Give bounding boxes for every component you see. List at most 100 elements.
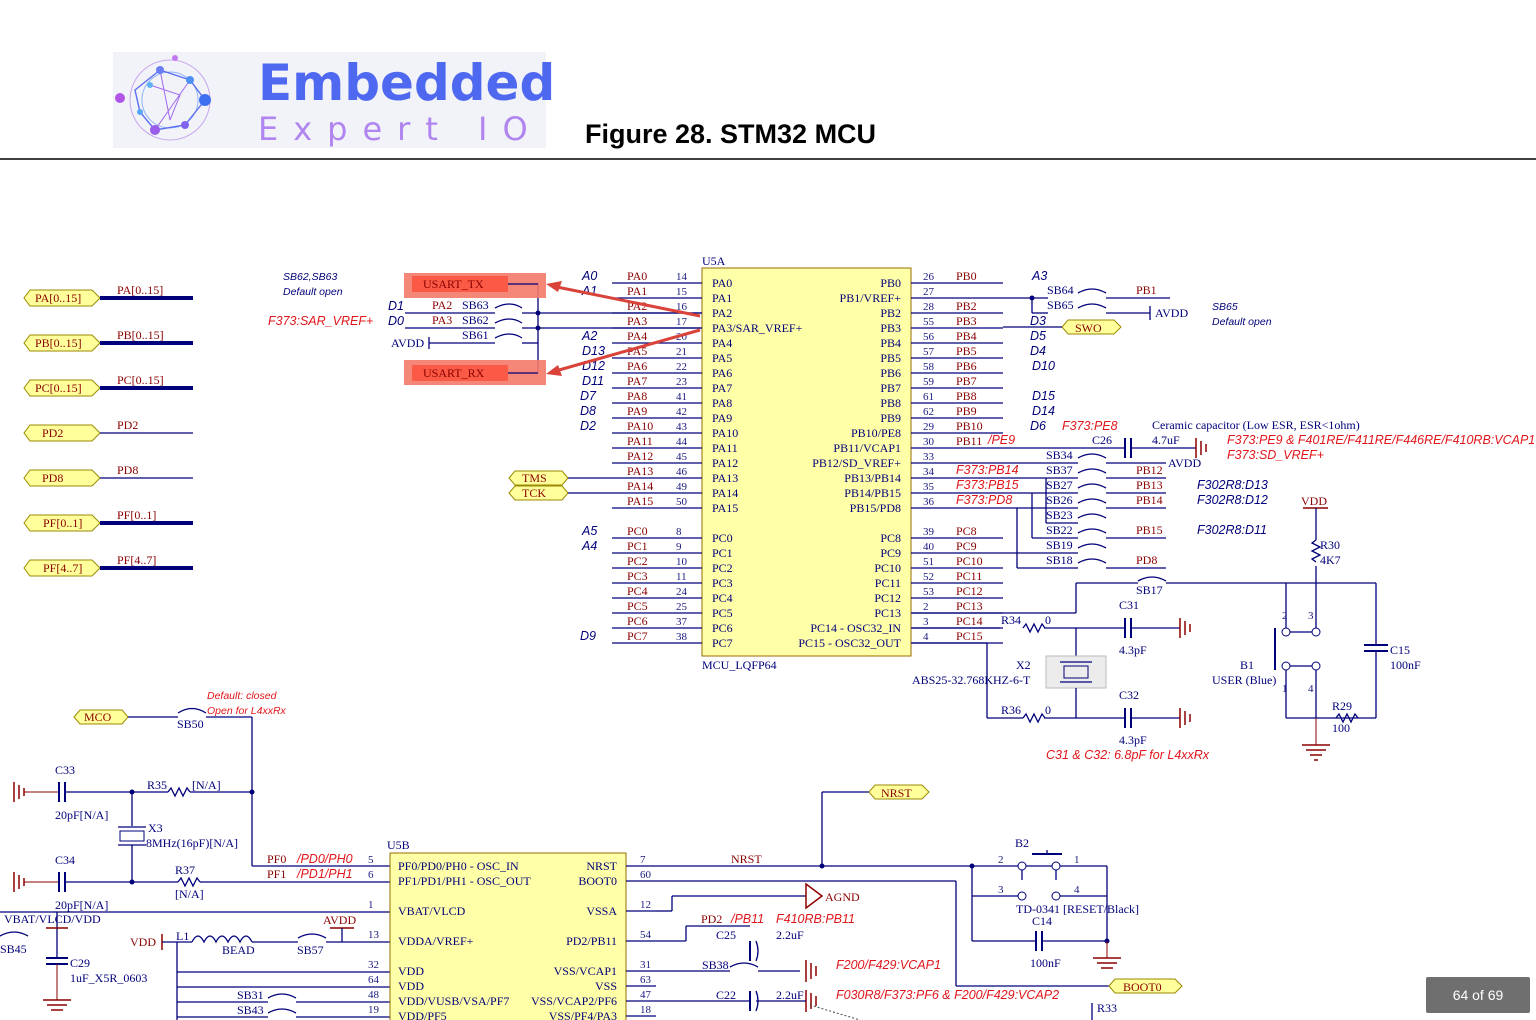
port-pa[interactable]: PA[0..15] PA[0..15] <box>23 283 193 307</box>
f302-d12-note: F302R8:D12 <box>1197 493 1268 507</box>
solder-bridge-icon <box>1077 288 1107 309</box>
arduino-label: D1 <box>388 299 404 313</box>
pin-name: PA7 <box>712 381 732 395</box>
crystal-x2-icon <box>1045 655 1107 689</box>
pin-number: 36 <box>923 496 935 508</box>
sb65-label: SB65 <box>1047 298 1074 312</box>
logo-background <box>113 52 546 148</box>
ground-icon <box>805 990 817 1012</box>
pin-number: 44 <box>676 436 688 448</box>
r30-label: R30 <box>1320 538 1340 552</box>
pin-number: 33 <box>923 451 935 463</box>
vdd-label: VDD <box>130 935 156 949</box>
tms-tck-ports[interactable]: TMS TCK <box>508 470 612 501</box>
pb1-label: PB1 <box>1136 283 1157 297</box>
pin-number: 60 <box>640 869 652 881</box>
swo-label: SWO <box>1075 321 1102 335</box>
pin-name: PA9 <box>712 411 732 425</box>
sb62-label: SB62 <box>462 313 489 327</box>
pin-name: PB0 <box>880 276 901 290</box>
mco-port[interactable] <box>73 709 129 725</box>
net-label: PB5 <box>956 344 977 358</box>
net-label: PB4 <box>956 329 977 343</box>
pin-number: 14 <box>676 271 688 283</box>
net-label: PC13 <box>956 599 983 613</box>
pin-number: 59 <box>923 376 935 388</box>
pin-name: PA14 <box>712 486 738 500</box>
net-label: PB8 <box>956 389 977 403</box>
pin-name: PA6 <box>712 366 732 380</box>
ground-icon <box>1179 618 1191 638</box>
sb-note: SB62,SB63 <box>283 271 337 283</box>
f302-d13-note: F302R8:D13 <box>1197 478 1268 492</box>
vbat-label: VBAT/VLCD/VDD <box>4 912 101 926</box>
port-pd8[interactable]: PD8 PD8 <box>23 463 193 487</box>
pin-name: PB3 <box>880 321 901 335</box>
bus-label: PC[0..15] <box>117 373 164 387</box>
c25-value: 2.2uF <box>776 928 804 942</box>
pin-name: PB14/PB15 <box>844 486 901 500</box>
r36-label: R36 <box>1001 703 1021 717</box>
pin-number: 24 <box>676 586 688 598</box>
net-label: PB10 <box>956 419 983 433</box>
port-pf01[interactable]: PF[0..1] PF[0..1] <box>23 508 193 532</box>
port-pc[interactable]: PC[0..15] PC[0..15] <box>23 373 193 397</box>
arrow-icon <box>551 284 701 318</box>
bus-label: PF[0..1] <box>117 508 156 522</box>
bus-label: PD2 <box>117 418 138 432</box>
u5b-body <box>389 852 627 1020</box>
pin-number: 15 <box>676 286 688 298</box>
port-pd2[interactable]: PD2 PD2 <box>23 418 193 442</box>
b2-desc: TD-0341 [RESET/Black] <box>1016 902 1139 916</box>
usart-rx-callout[interactable]: USART_RX <box>404 328 701 385</box>
pin-name: PB4 <box>880 336 901 350</box>
arduino-label: D9 <box>580 629 596 643</box>
u5a-ref: U5A <box>702 254 726 268</box>
pin-name: PA3/SAR_VREF+ <box>712 321 803 335</box>
avdd-label: AVDD <box>1155 306 1188 320</box>
pin-number: 53 <box>923 586 935 598</box>
pin-number: 54 <box>640 929 652 941</box>
pin-number: 42 <box>676 406 687 418</box>
port-pb[interactable]: PB[0..15] PB[0..15] <box>23 328 193 352</box>
u5b-right-pins: 7NRST60BOOT012VSSA54PD2/PB1131VSS/VCAP16… <box>531 854 656 1020</box>
sb43-label: SB43 <box>237 1003 264 1017</box>
boot0-port[interactable] <box>1108 978 1183 994</box>
resistor-icon <box>1022 622 1046 634</box>
net-label: PA13 <box>627 464 653 478</box>
sb27-label: SB27 <box>1046 478 1073 492</box>
sb23-label: SB23 <box>1046 508 1073 522</box>
pin-number: 21 <box>676 346 687 358</box>
c25-label: C25 <box>716 928 736 942</box>
pf1-label: PF1 <box>267 867 286 881</box>
usart-tx-label: USART_TX <box>423 277 484 291</box>
pb12-label: PB12 <box>1136 463 1163 477</box>
f030-note: F030R8/F373:PF6 & F200/F429:VCAP2 <box>836 988 1059 1002</box>
port-pf47[interactable]: PF[4..7] PF[4..7] <box>23 553 193 577</box>
resistor-icon <box>1335 712 1359 724</box>
pin-name: PC3 <box>712 576 733 590</box>
arduino-label: A0 <box>581 269 597 283</box>
r37-label: R37 <box>175 863 195 877</box>
pin-name: PF1/PD1/PH1 - OSC_OUT <box>398 874 531 888</box>
usart-tx-callout[interactable]: USART_TX <box>404 273 701 318</box>
pin-name: VSS/PF4/PA3 <box>549 1009 617 1020</box>
pin-number: 4 <box>1074 884 1080 896</box>
resistor-icon <box>1022 712 1046 724</box>
net-label: PA3 <box>432 313 452 327</box>
c31-value: 4.3pF <box>1119 643 1147 657</box>
pin-name: PC2 <box>712 561 733 575</box>
net-label: PB7 <box>956 374 977 388</box>
net-label: PA1 <box>627 284 647 298</box>
pin-number: 12 <box>640 899 651 911</box>
net-label: PC3 <box>627 569 648 583</box>
reset-boot-section: NRST NRST BOOT0 R33 AGND PD2 /PB11 F410R… <box>656 784 1183 1020</box>
pin-name: PB6 <box>880 366 901 380</box>
pin-name: PC8 <box>880 531 901 545</box>
pin-name: VDD/VUSB/VSA/PF7 <box>398 994 509 1008</box>
